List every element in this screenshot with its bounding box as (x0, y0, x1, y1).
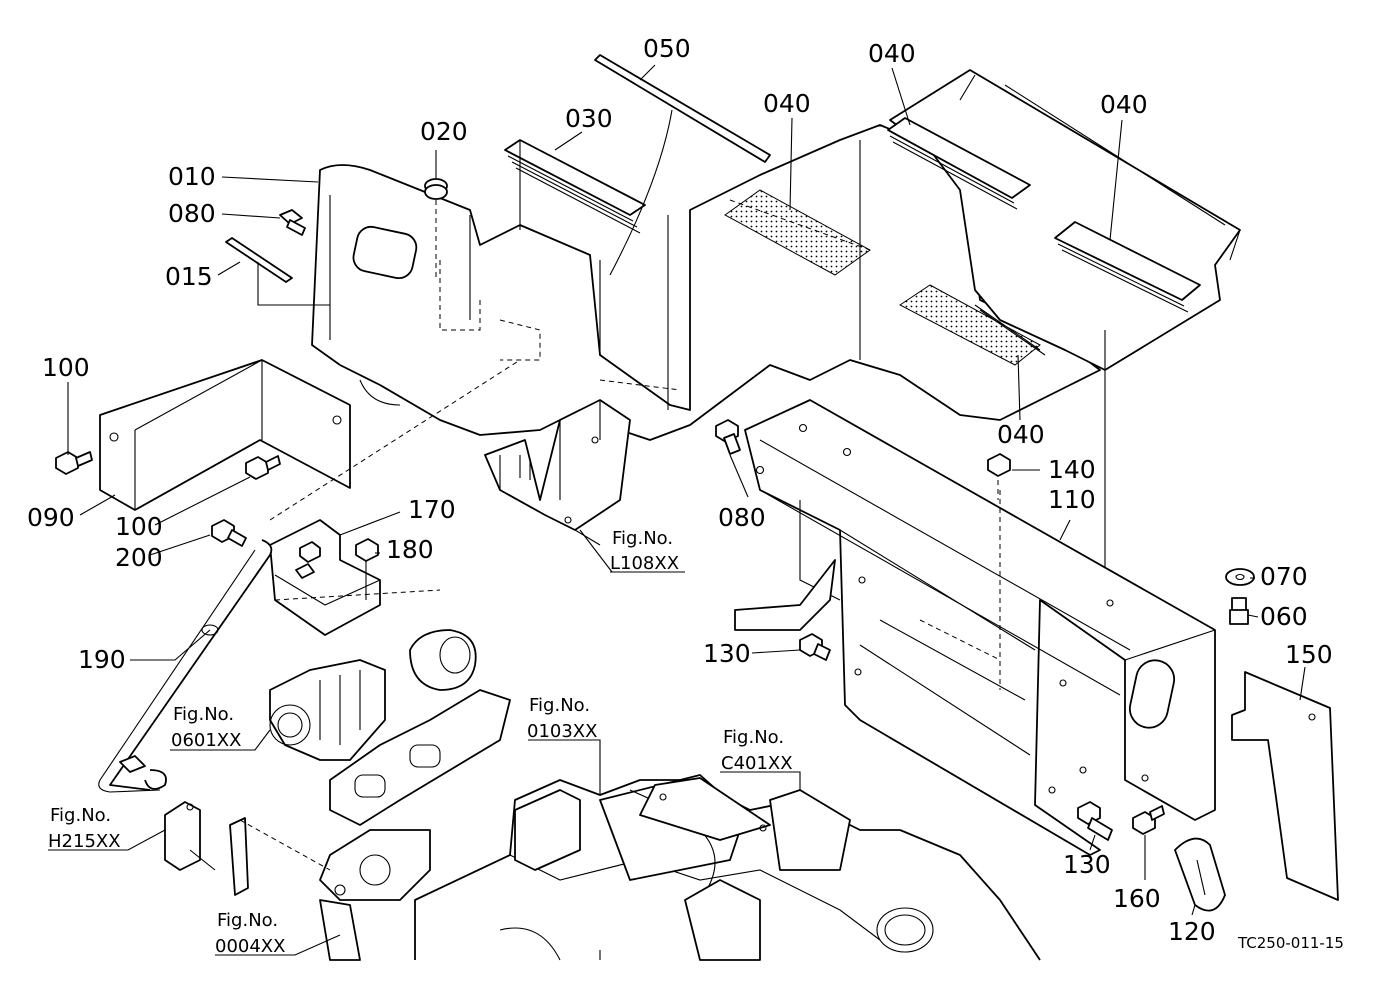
callout-130-right: 130 (1063, 850, 1111, 879)
fig-ref-h215: H215XX (48, 831, 121, 852)
callout-labels: 010 080 015 020 030 050 040 040 040 040 … (27, 34, 1333, 946)
bolt-160[interactable] (1132, 805, 1165, 835)
fig-ref-c401-prefix: Fig.No. (723, 727, 784, 748)
callout-170: 170 (408, 495, 456, 524)
callout-120: 120 (1168, 917, 1216, 946)
callout-090: 090 (27, 503, 75, 532)
callout-110: 110 (1048, 485, 1096, 514)
callout-130-left: 130 (703, 639, 751, 668)
callout-160: 160 (1113, 884, 1161, 913)
callout-040-lower: 040 (997, 420, 1045, 449)
grip-strip-040-mid[interactable] (724, 189, 871, 276)
bolt-100-left[interactable] (55, 451, 93, 475)
fig-ref-0601-prefix: Fig.No. (173, 704, 234, 725)
callout-150: 150 (1285, 640, 1333, 669)
fig-ref-0004-prefix: Fig.No. (217, 910, 278, 931)
callout-040-top: 040 (868, 39, 916, 68)
grip-strip-040-lower[interactable] (899, 284, 1046, 366)
bracket-l108[interactable] (484, 399, 631, 546)
callout-020: 020 (420, 117, 468, 146)
bolt-130-right[interactable] (1077, 801, 1113, 841)
grip-strip-040-right[interactable] (1054, 221, 1201, 313)
grip-strip-040-top[interactable] (887, 117, 1031, 210)
bolt-130-left[interactable] (799, 633, 831, 661)
bracket-170[interactable] (269, 519, 381, 636)
plate-120[interactable] (1174, 837, 1226, 912)
callout-030: 030 (565, 104, 613, 133)
fig-ref-0601: 0601XX (171, 730, 241, 751)
rod-015[interactable] (225, 237, 330, 306)
bolt-180[interactable] (355, 538, 379, 600)
callout-180: 180 (386, 535, 434, 564)
callout-040-mid: 040 (763, 89, 811, 118)
leader-lines (48, 64, 1306, 956)
callout-050: 050 (643, 34, 691, 63)
engine-assembly (269, 629, 511, 961)
transmission-housing (414, 774, 1041, 961)
frame-110[interactable] (734, 399, 1216, 856)
bolt-140[interactable] (987, 453, 1011, 500)
bolt-080-top[interactable] (279, 209, 306, 236)
cover-150[interactable] (1231, 671, 1339, 901)
bolt-200[interactable] (211, 519, 247, 547)
fig-ref-0103: 0103XX (527, 721, 597, 742)
fig-ref-c401: C401XX (721, 753, 793, 774)
callout-140: 140 (1048, 455, 1096, 484)
fig-ref-h215-prefix: Fig.No. (50, 805, 111, 826)
bolt-100-right[interactable] (245, 455, 281, 480)
washer-070[interactable] (1225, 568, 1255, 586)
callout-015: 015 (165, 262, 213, 291)
callout-100-right: 100 (115, 512, 163, 541)
callout-100-left: 100 (42, 353, 90, 382)
fig-ref-0103-prefix: Fig.No. (529, 695, 590, 716)
callout-190: 190 (78, 645, 126, 674)
callout-060: 060 (1260, 602, 1308, 631)
grommet-020[interactable] (424, 178, 448, 280)
fig-ref-l108: L108XX (610, 553, 679, 574)
drawing-code: TC250-011-15 (1237, 934, 1344, 952)
fig-ref-0004: 0004XX (215, 936, 285, 957)
bolt-080-right[interactable] (715, 419, 741, 455)
grip-strip-030[interactable] (504, 139, 646, 234)
callout-040-right: 040 (1100, 90, 1148, 119)
figure-references: Fig.No. L108XX Fig.No. 0601XX Fig.No. 01… (48, 528, 793, 957)
callout-080-right: 080 (718, 503, 766, 532)
cover-090[interactable] (99, 359, 351, 511)
fig-ref-l108-prefix: Fig.No. (612, 528, 673, 549)
callout-010: 010 (168, 162, 216, 191)
bar-050[interactable] (594, 54, 771, 276)
callout-080-top: 080 (168, 199, 216, 228)
bolt-060[interactable] (1229, 597, 1249, 625)
rod-190[interactable] (98, 539, 273, 793)
bracket-h215[interactable] (164, 801, 249, 896)
callout-070: 070 (1260, 562, 1308, 591)
callout-200: 200 (115, 543, 163, 572)
